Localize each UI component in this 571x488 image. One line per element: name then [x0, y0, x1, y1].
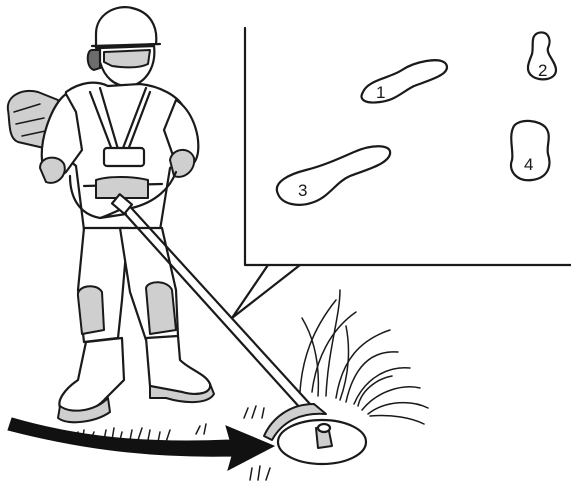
grass-clump: [300, 290, 428, 424]
footprint-3: 3: [277, 146, 390, 205]
footprint-label-4: 4: [524, 155, 533, 174]
footprint-1: 1: [362, 60, 448, 102]
footprint-label-3: 3: [298, 181, 307, 200]
left-boot: [59, 338, 124, 414]
footprint-2: 2: [528, 32, 556, 80]
right-boot: [146, 336, 210, 394]
sweep-arrow: [8, 418, 274, 470]
footprint-label-1: 1: [376, 83, 385, 102]
footprint-4: 4: [511, 121, 549, 180]
helmet: [96, 7, 156, 48]
footprint-label-2: 2: [538, 61, 547, 80]
